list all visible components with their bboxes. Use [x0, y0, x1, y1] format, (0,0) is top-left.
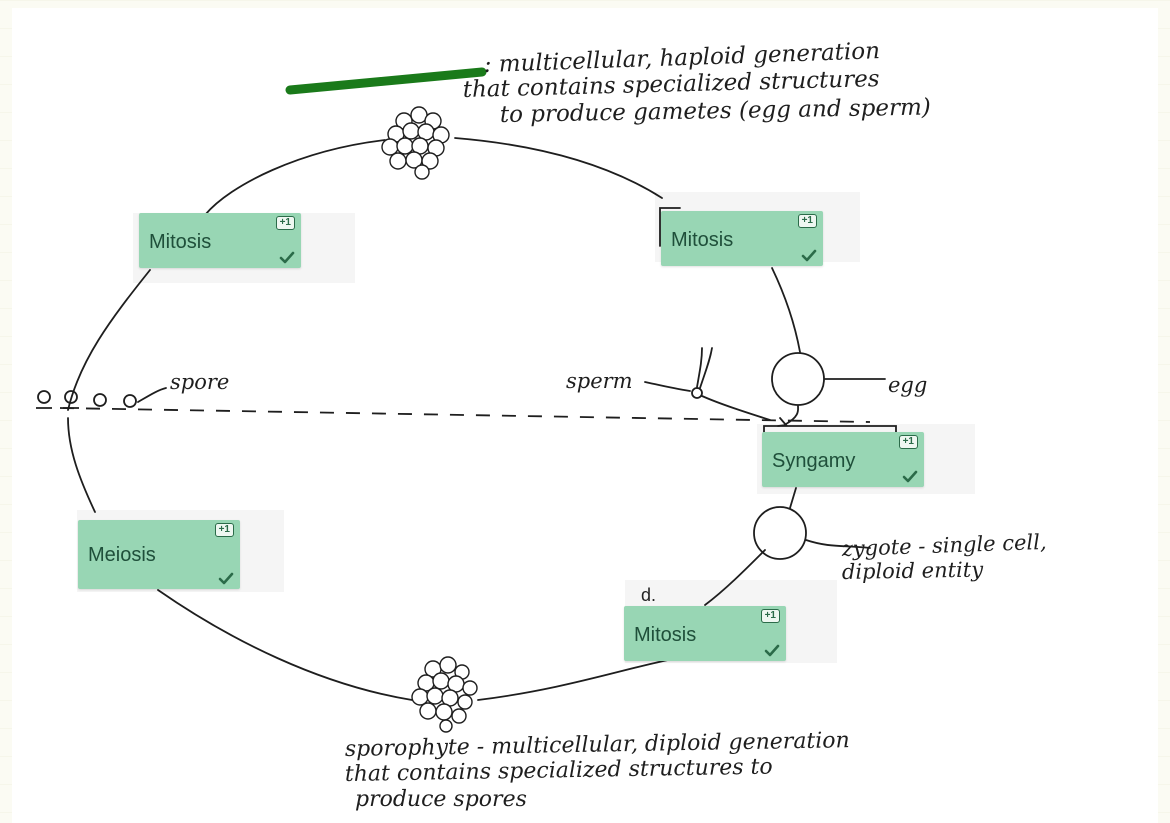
cycle-arc: [204, 139, 386, 216]
points-badge: +1: [898, 435, 918, 449]
spore-icon: [37, 390, 51, 404]
points-badge: +1: [275, 216, 295, 230]
spore-icon: [93, 393, 107, 407]
drop-zone-mitosis-top-right[interactable]: Mitosis +1: [661, 211, 823, 266]
cycle-arc: [67, 417, 96, 513]
sporophyte-desc-line: produce spores: [355, 787, 527, 812]
cycle-arc: [771, 267, 801, 353]
check-icon: [218, 572, 234, 585]
check-icon: [801, 249, 817, 262]
spore-icon: [123, 394, 137, 408]
zygote-cell: [753, 506, 807, 560]
check-icon: [764, 644, 780, 657]
spore-icon: [64, 390, 78, 404]
drop-zone-mitosis-top-left[interactable]: Mitosis +1: [139, 213, 301, 268]
gametophyte-cluster-icon: [381, 106, 450, 180]
zygote-desc-line: diploid entity: [842, 558, 985, 584]
drop-zone-label: Syngamy: [772, 450, 856, 472]
drop-zone-label: Meiosis: [88, 544, 156, 566]
cycle-arc: [789, 487, 797, 509]
blank-letter-d: d.: [641, 585, 657, 605]
worksheet-paper: [12, 8, 1158, 823]
drop-zone-label: Mitosis: [149, 231, 212, 253]
sperm-label: sperm: [566, 369, 633, 393]
drop-zone-meiosis[interactable]: Meiosis +1: [78, 520, 240, 589]
points-badge: +1: [214, 523, 234, 537]
gametophyte-answer-stroke: [285, 67, 487, 95]
cycle-arc: [67, 269, 151, 411]
drop-zone-mitosis-bottom[interactable]: Mitosis +1: [624, 606, 786, 661]
points-badge: +1: [797, 214, 817, 228]
check-icon: [279, 251, 295, 264]
sperm-cell: [691, 387, 703, 399]
drop-zone-syngamy[interactable]: Syngamy +1: [762, 432, 924, 487]
cycle-arc: [454, 137, 663, 199]
drop-zone-label: Mitosis: [671, 229, 734, 251]
spore-label: spore: [170, 370, 229, 394]
cycle-arc: [157, 589, 413, 701]
egg-label: egg: [888, 373, 927, 397]
cycle-arc: [477, 659, 669, 701]
egg-cell: [771, 352, 825, 406]
points-badge: +1: [760, 609, 780, 623]
drop-zone-label: Mitosis: [634, 624, 697, 646]
cycle-arc: [704, 549, 766, 606]
zygote-desc-line: zygote - single cell,: [840, 530, 1047, 561]
sporophyte-cluster-icon: [411, 656, 478, 733]
check-icon: [902, 470, 918, 483]
dashed-separator: [59, 407, 871, 423]
